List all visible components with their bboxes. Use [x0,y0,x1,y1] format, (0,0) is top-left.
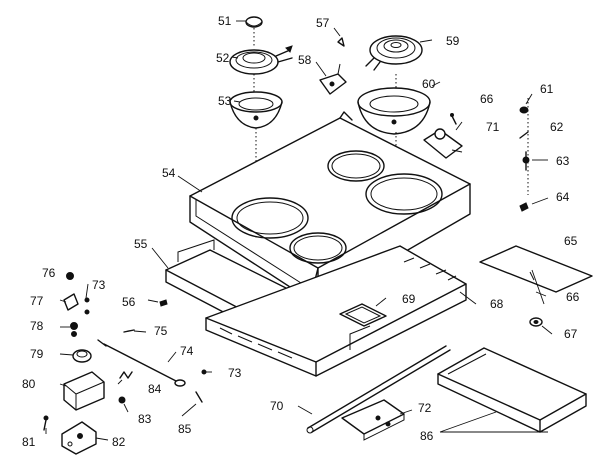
callout-73-lower: 73 [228,366,242,380]
callout-65: 65 [564,234,578,248]
part-71-bracket [423,128,463,159]
callout-66-upper: 66 [480,92,494,106]
part-77-clip [63,293,79,311]
part-70-rod [306,345,451,434]
callout-71: 71 [486,120,500,134]
callout-55: 55 [134,237,148,251]
part-86-cover [437,347,587,433]
callout-74: 74 [180,344,194,358]
callout-66-lower: 66 [566,290,580,304]
callout-60: 60 [422,77,436,91]
part-51-cap [245,16,263,28]
part-64-screw [519,202,529,212]
callout-labels: 51 52 53 57 58 59 60 61 66 71 62 63 64 5… [22,14,580,449]
part-78-fastener [70,322,78,337]
callout-57: 57 [316,16,330,30]
part-62-screw [519,131,529,139]
callout-67: 67 [564,327,578,341]
part-83-nut [118,396,126,404]
part-85-screw [195,391,203,403]
part-79-knob [72,349,92,363]
callout-77: 77 [30,294,44,308]
callout-85: 85 [178,422,192,436]
callout-70: 70 [270,399,284,413]
callout-72: 72 [418,401,432,415]
callout-53: 53 [218,94,232,108]
part-53-drip-bowl [229,91,283,129]
callout-83: 83 [138,412,152,426]
callout-68: 68 [490,297,504,311]
callout-69: 69 [402,292,416,306]
part-73-nut-lower [201,369,207,375]
callout-52: 52 [216,51,230,65]
part-74-wire [97,339,186,387]
part-60-drip-bowl [357,87,431,135]
part-72-bracket [341,399,405,441]
callout-64: 64 [556,190,570,204]
callout-58: 58 [298,53,312,67]
part-81-screw [43,415,49,431]
callout-76: 76 [42,266,56,280]
part-61-nut [519,106,529,114]
callout-56: 56 [122,295,136,309]
part-80-switch-housing [63,371,105,411]
part-57-clip [337,37,345,47]
part-56-screw [159,299,168,307]
callout-78: 78 [30,319,44,333]
part-84-spring [119,371,133,379]
part-73-nut-upper [84,297,90,315]
callout-73-upper: 73 [92,278,106,292]
callout-81: 81 [22,435,36,449]
part-52-surface-element [229,45,293,75]
callout-86: 86 [420,429,434,443]
part-76-nut [66,272,74,280]
callout-63: 63 [556,154,570,168]
part-68-burner-box [205,245,467,377]
callout-80: 80 [22,377,36,391]
callout-62: 62 [550,120,564,134]
part-66-screw-upper [450,113,457,125]
callout-82: 82 [112,435,126,449]
part-59-surface-element [365,35,423,71]
callout-54: 54 [162,166,176,180]
part-67-grommet [529,317,543,327]
part-58-terminal-block [319,63,347,95]
part-63-fastener [522,151,530,171]
callout-75: 75 [154,324,168,338]
part-82-bracket [61,421,97,455]
part-65-panel [479,245,593,305]
callout-84: 84 [148,382,162,396]
callout-61: 61 [540,82,554,96]
callout-79: 79 [30,347,44,361]
callout-51: 51 [218,14,232,28]
part-75-screw [123,329,135,333]
callout-59: 59 [446,34,460,48]
